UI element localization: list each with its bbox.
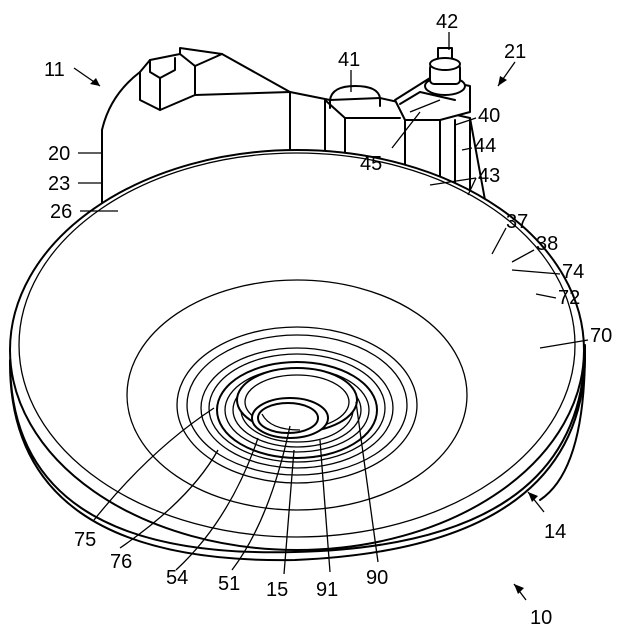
label-23: 23 [48,173,70,195]
label-14: 14 [544,521,566,543]
label-40: 40 [478,105,500,127]
label-38: 38 [536,233,558,255]
label-76: 76 [110,551,132,573]
label-74: 74 [562,261,584,283]
label-54: 54 [166,567,188,589]
label-10: 10 [530,607,552,629]
label-21: 21 [504,41,526,63]
label-43: 43 [478,165,500,187]
label-15: 15 [266,579,288,601]
label-42: 42 [436,11,458,33]
label-26: 26 [50,201,72,223]
label-11: 11 [44,59,65,81]
label-72: 72 [558,287,580,309]
label-45: 45 [360,153,382,175]
label-37: 37 [506,211,528,233]
label-20: 20 [48,143,70,165]
label-44: 44 [474,135,496,157]
label-51: 51 [218,573,240,595]
label-41: 41 [338,49,360,71]
label-75: 75 [74,529,96,551]
label-91: 91 [316,579,338,601]
terminal-screw-assembly [395,48,470,120]
label-90: 90 [366,567,388,589]
label-70: 70 [590,325,612,347]
